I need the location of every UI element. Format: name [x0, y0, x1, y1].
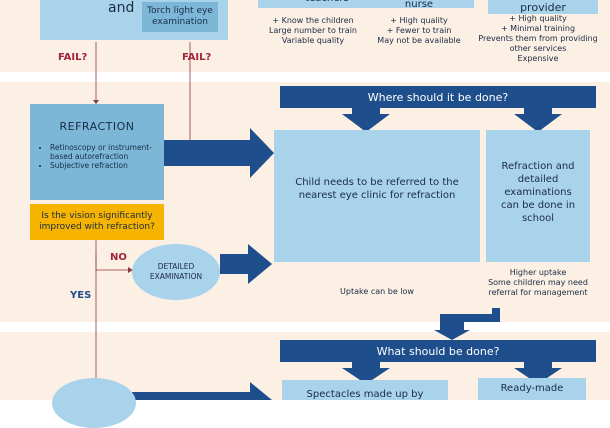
line-no [95, 254, 132, 271]
spectacles-box: Spectacles made up by [282, 380, 448, 400]
col2-heading: worker or school nurse [404, 0, 434, 8]
col3-items: + High quality + Minimal training Preven… [468, 14, 608, 64]
col2-item: May not be available [377, 36, 461, 45]
arrow-from-detailed [220, 244, 272, 284]
col1-item: + Know the children [272, 16, 354, 25]
what-arrow-left [342, 362, 390, 384]
col1-heading-box: teachers [258, 0, 396, 8]
where-header-label: Where should it be done? [367, 90, 509, 104]
note-right-line: Higher uptake [509, 268, 567, 277]
note-left: Uptake can be low [340, 287, 414, 296]
in-school-text: Refraction and detailed examinations can… [500, 160, 576, 224]
detailed-examination-ellipse: DETAILED EXAMINATION [132, 244, 220, 300]
ready-made-text: Ready-made [500, 383, 564, 394]
refraction-item: Subjective refraction [50, 161, 156, 170]
col3-heading: provider [520, 0, 566, 14]
where-arrow-right [514, 108, 562, 132]
fail-left-label: FAIL? [58, 52, 88, 63]
where-arrow-left [342, 108, 390, 132]
col3-item: Prevents them from providing other servi… [478, 34, 598, 53]
arrowhead-fail-left [93, 100, 99, 104]
col2-item: + High quality [390, 16, 448, 25]
fail-right-label: FAIL? [182, 52, 212, 63]
col2-item: + Fewer to train [386, 26, 452, 35]
col3-item: + High quality [509, 14, 567, 23]
refraction-title: REFRACTION [59, 120, 135, 133]
question-box: Is the vision significantly improved wit… [30, 204, 164, 240]
refraction-list: Retinoscopy or instrument-based autorefr… [38, 143, 156, 170]
note-right-line: Some children may need referral for mana… [488, 278, 588, 297]
ready-made-box: Ready-made [478, 378, 586, 400]
detailed-examination-label: DETAILED EXAMINATION [149, 262, 203, 281]
col1-item: Large number to train [268, 26, 357, 35]
connectors [93, 42, 562, 400]
what-header-label: What should be done? [376, 344, 500, 358]
what-header: What should be done? [280, 340, 596, 362]
no-label: NO [110, 252, 127, 263]
refer-clinic-box: Child needs to be referred to the neares… [274, 130, 480, 262]
col2-items: + High quality + Fewer to train May not … [366, 16, 472, 46]
refraction-box: REFRACTION Retinoscopy or instrument-bas… [30, 104, 164, 200]
bottom-ellipse [52, 378, 136, 428]
arrow-bottom [132, 382, 272, 400]
col1-heading: teachers [305, 0, 349, 5]
in-school-box: Refraction and detailed examinations can… [486, 130, 590, 262]
col3-item: Expensive [517, 54, 559, 63]
col1-items: + Know the children Large number to trai… [258, 16, 368, 46]
refer-clinic-text: Child needs to be referred to the neares… [295, 177, 459, 201]
torch-box: Torch light eye examination [142, 2, 218, 32]
spectacles-text: Spectacles made up by [306, 389, 424, 400]
col3-heading-box: provider [488, 0, 598, 14]
refraction-item: Retinoscopy or instrument-based autorefr… [50, 143, 156, 161]
arrowhead-no [128, 267, 133, 273]
and-label: and [108, 0, 135, 16]
where-header: Where should it be done? [280, 86, 596, 108]
yes-label: YES [70, 290, 92, 301]
what-arrow-right [514, 362, 562, 384]
note-right: Higher uptake Some children may need ref… [480, 268, 596, 298]
col1-item: Variable quality [281, 36, 345, 45]
col2-heading-box: worker or school nurse [364, 0, 474, 8]
arrow-bend-down [434, 308, 500, 340]
col3-item: + Minimal training [500, 24, 576, 33]
arrow-to-where [164, 128, 274, 178]
